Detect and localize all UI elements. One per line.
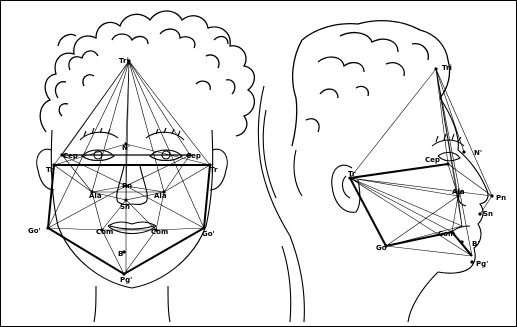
label-com-profile: Com — [438, 230, 455, 238]
label-pn-profile: Pn — [496, 194, 506, 202]
label-b-profile: B' — [472, 240, 479, 248]
label-n-profile: N' — [474, 149, 482, 157]
profile-landmark-points — [348, 67, 493, 263]
label-com-right: Com — [151, 228, 168, 236]
label-pg-profile: Pg' — [476, 260, 488, 268]
label-cep-profile: Cep — [425, 156, 440, 164]
label-sn-frontal: Sn — [120, 203, 130, 211]
label-pn-frontal: Pn — [122, 182, 132, 190]
frontal-hair — [40, 11, 254, 136]
label-cep-right: Cep — [186, 152, 201, 160]
label-go-right: Go' — [202, 230, 215, 238]
frontal-analysis-lines — [48, 61, 210, 274]
label-b-frontal: B' — [118, 250, 125, 258]
frontal-view: Tri N' Cep Cep Tr Tr Pn Ala Ala Sn Com C… — [28, 11, 254, 322]
label-tr-profile: Tr — [348, 170, 356, 178]
label-pg-frontal: Pg' — [120, 276, 132, 284]
label-ala-left: Ala — [89, 192, 102, 200]
label-tr-left: Tr — [46, 166, 54, 174]
label-tri-frontal: Tri — [119, 57, 129, 65]
label-cep-left: Cep — [63, 152, 78, 160]
profile-view: Tri N' Cep Tr Ala Pn Sn Com Go' B' Pg' — [258, 21, 506, 322]
label-go-profile: Go' — [376, 244, 389, 252]
label-ala-profile: Ala — [452, 188, 465, 196]
profile-hair — [292, 21, 450, 146]
label-tr-right: Tr — [210, 166, 218, 174]
label-n-frontal: N' — [122, 144, 130, 152]
label-com-left: Com — [96, 228, 113, 236]
label-ala-right: Ala — [154, 192, 167, 200]
label-go-left: Go' — [28, 227, 41, 235]
label-tri-profile: Tri — [442, 64, 452, 72]
label-sn-profile: Sn — [483, 210, 493, 218]
